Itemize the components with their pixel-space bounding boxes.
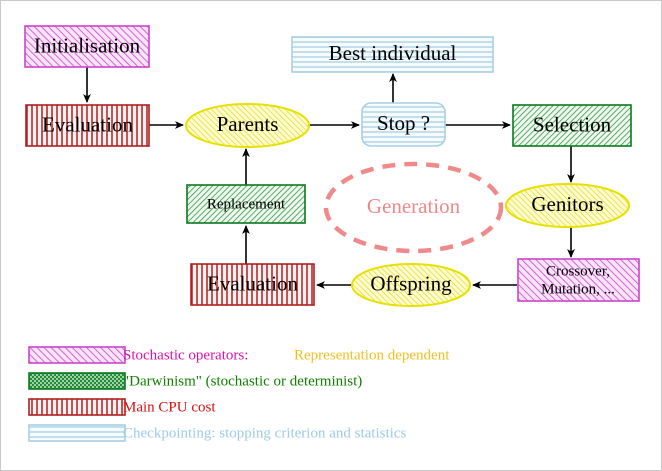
legend-row-main-cpu-cost: Main CPU cost (28, 398, 216, 416)
node-best-individual[interactable]: Best individual (291, 36, 494, 73)
crossover-box[interactable] (517, 258, 640, 302)
selection-box[interactable] (512, 104, 632, 147)
initialisation-label: Initialisation (34, 33, 141, 57)
legend-swatch-green (28, 372, 126, 390)
node-parents[interactable]: Parents (185, 103, 310, 148)
node-stop[interactable]: Stop ? (361, 102, 446, 147)
crossover-label-line1: Crossover, (546, 263, 610, 279)
parents-ellipse[interactable] (185, 103, 310, 148)
legend-row-stochastic-operators: Stochastic operators: Representation dep… (28, 346, 450, 364)
node-replacement[interactable]: Replacement (186, 184, 306, 224)
genitors-ellipse[interactable] (505, 183, 630, 228)
node-generation: Generation (323, 161, 504, 254)
edges-layer (83, 67, 575, 289)
generation-label: Generation (367, 194, 461, 218)
node-evaluation-bottom[interactable]: Evaluation (190, 263, 315, 306)
node-offspring[interactable]: Offspring (351, 263, 471, 307)
legend: Stochastic operators: Representation dep… (28, 346, 450, 442)
replacement-label: Replacement (207, 196, 286, 212)
crossover-label-line2: Mutation, ... (541, 281, 615, 297)
node-evaluation-top[interactable]: Evaluation (25, 104, 150, 147)
legend-text-stochastic-operators: Stochastic operators: (123, 347, 248, 363)
legend-text-main-cpu-cost: Main CPU cost (123, 399, 216, 415)
legend-text-representation-dependent: Representation dependent (294, 347, 450, 363)
node-initialisation[interactable]: Initialisation (24, 25, 150, 68)
legend-swatch-blue (28, 424, 126, 442)
stop-box[interactable] (361, 102, 446, 147)
replacement-box[interactable] (186, 184, 306, 224)
node-genitors[interactable]: Genitors (505, 183, 630, 228)
evaluation-top-label: Evaluation (42, 112, 133, 136)
best-individual-label: Best individual (329, 41, 457, 65)
legend-text-darwinism: "Darwinism" (stochastic or determinist) (123, 373, 362, 389)
offspring-ellipse[interactable] (351, 263, 471, 307)
genitors-label: Genitors (531, 192, 603, 216)
evaluation-bottom-box[interactable] (190, 263, 315, 306)
legend-row-checkpointing: Checkpointing: stopping criterion and st… (28, 424, 406, 442)
legend-text-checkpointing: Checkpointing: stopping criterion and st… (123, 425, 406, 441)
initialisation-box[interactable] (24, 25, 150, 68)
node-selection[interactable]: Selection (512, 104, 632, 147)
legend-swatch-red (28, 398, 126, 416)
parents-label: Parents (217, 112, 279, 136)
stop-label: Stop ? (377, 111, 430, 135)
offspring-label: Offspring (370, 271, 452, 295)
best-individual-box[interactable] (291, 36, 494, 73)
legend-row-darwinism: "Darwinism" (stochastic or determinist) (28, 372, 362, 390)
legend-swatch-magenta (28, 346, 126, 364)
evaluation-bottom-label: Evaluation (207, 271, 298, 295)
selection-label: Selection (533, 112, 612, 136)
evaluation-top-box[interactable] (25, 104, 150, 147)
node-crossover-mutation[interactable]: Crossover, Mutation, ... (517, 258, 640, 302)
generation-dashed-ellipse (323, 161, 504, 254)
